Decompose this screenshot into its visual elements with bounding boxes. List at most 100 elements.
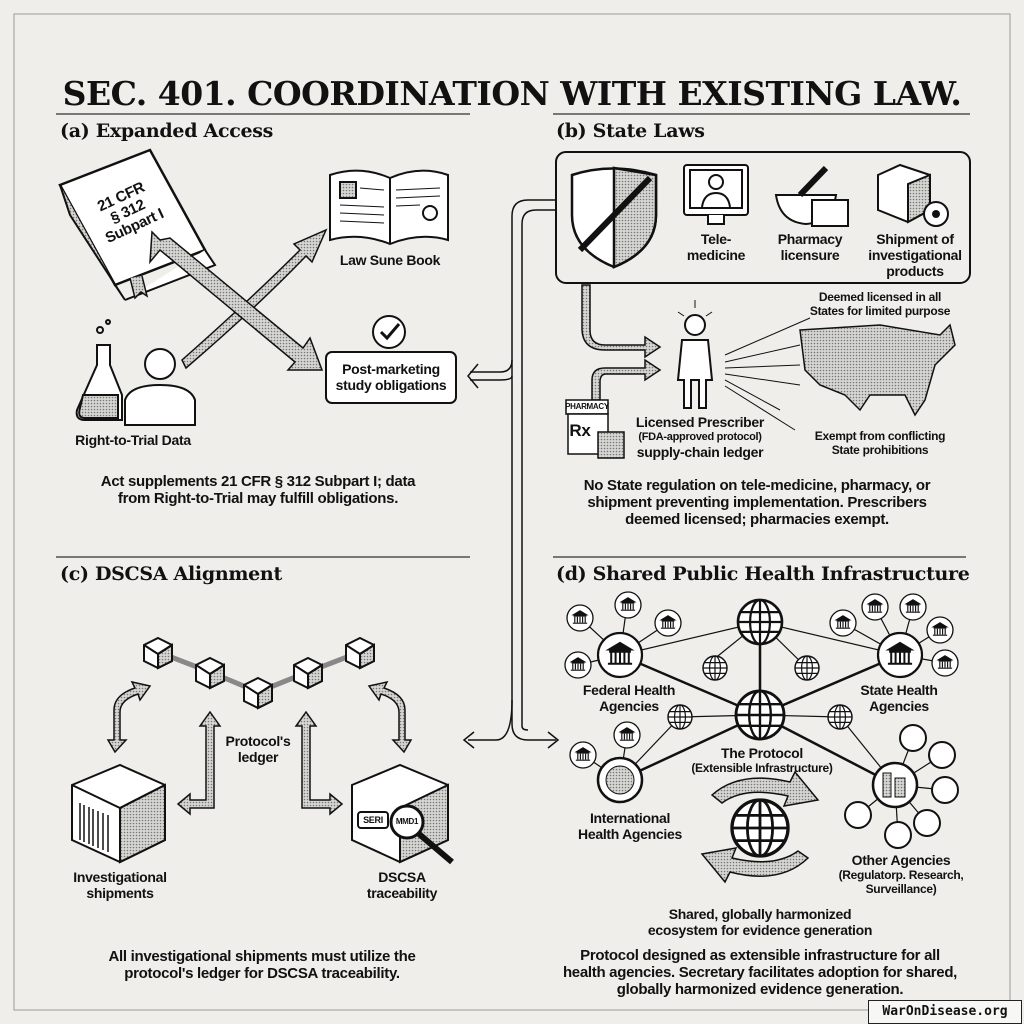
un-emblem-icon (596, 756, 644, 804)
obligations-line: Post-marketing (342, 361, 440, 377)
building-icon (861, 593, 889, 621)
shield-prohibited-icon (570, 166, 658, 269)
ledger-block (293, 657, 323, 689)
law-book-icon (329, 169, 449, 246)
building-icon (566, 604, 594, 632)
building-icon (654, 609, 682, 637)
other-agencies-icon (871, 761, 919, 809)
building-icon (564, 651, 592, 679)
prescriber-label: Licensed Prescriber (FDA-approved protoc… (636, 414, 764, 460)
dscsa-box-icon (351, 763, 454, 865)
law-book-label: Law Sune Book (339, 252, 441, 268)
label-line: Protocol's (225, 733, 291, 749)
label-line: The Protocol (721, 745, 803, 761)
label-line: Exempt from conflicting (814, 429, 946, 443)
label-line: Agencies (869, 698, 929, 714)
other-agency-nodes (844, 724, 959, 849)
pharmacy-sign: PHARMACY (565, 402, 609, 411)
federal-capitol-icon (596, 631, 644, 679)
label-line: Licensed Prescriber (635, 414, 765, 430)
page-title: SEC. 401. COORDINATION WITH EXISTING LAW… (62, 74, 962, 113)
building-icon (899, 593, 927, 621)
arrow-book-to-obligations (149, 230, 324, 371)
section-a-heading: (a) Expanded Access (60, 120, 274, 142)
caption-line: shipment preventing implementation. Pres… (587, 494, 927, 511)
cycle-arrows-icon (700, 770, 820, 884)
ecosystem-globe-icon (730, 798, 790, 858)
crossing-arrows (149, 228, 328, 371)
serial-tag: SERI (363, 815, 383, 825)
label-line: ecosystem for evidence generation (647, 922, 873, 938)
page-frame (13, 13, 1011, 1011)
building-icon (926, 616, 954, 644)
right-to-trial-label: Right-to-Trial Data (75, 432, 191, 448)
ledger-block (243, 677, 273, 709)
caption-line: health agencies. Secretary facilitates a… (562, 964, 958, 981)
building-icon (569, 741, 597, 769)
building-icon (931, 649, 959, 677)
label-line: Health Agencies (578, 826, 682, 842)
pharmacy-licensure-label: Pharmacy licensure (778, 231, 843, 263)
section-d-heading: (d) Shared Public Health Infrastructure (556, 563, 970, 585)
label-line: supply-chain ledger (636, 444, 764, 460)
section-b-caption: No State regulation on tele-medicine, ph… (584, 477, 931, 528)
label-line: Agencies (599, 698, 659, 714)
label-line: Federal Health (582, 682, 676, 698)
rx-symbol: Rx (569, 421, 591, 440)
radioactive-box-icon (877, 163, 949, 227)
exempt-label: Exempt from conflicting State prohibitio… (814, 429, 946, 457)
label-line: (Extensible Infrastructure) (691, 761, 833, 775)
caption-line: Act supplements 21 CFR § 312 Subpart I; … (100, 473, 416, 490)
label-line: shipments (86, 885, 154, 901)
federal-label: Federal Health Agencies (582, 682, 676, 714)
prescriber-icon (676, 300, 714, 409)
label-line: Investigational (73, 869, 167, 885)
label-line: State Health (860, 682, 938, 698)
section-b-heading: (b) State Laws (556, 120, 705, 142)
building-icon (829, 609, 857, 637)
label-line: Pharmacy (777, 231, 843, 247)
shipments-label: Investigational shipments (73, 869, 167, 901)
protocol-label: The Protocol (Extensible Infrastructure) (691, 745, 833, 775)
state-flow-arrows (581, 284, 662, 401)
telemedicine-icon (683, 164, 749, 225)
label-line: medicine (686, 247, 746, 263)
caption-line: protocol's ledger for DSCSA traceability… (124, 965, 400, 982)
label-line: products (886, 263, 944, 279)
label-line: Shipment of (876, 231, 954, 247)
label-line: ledger (237, 749, 279, 765)
ray-lines (724, 317, 811, 431)
central-connector (462, 199, 560, 749)
protocol-globe-icon (734, 689, 786, 741)
label-line: Deemed licensed in all (818, 290, 942, 304)
state-laws-box (555, 151, 971, 284)
us-map-icon (799, 323, 956, 417)
caption-line: All investigational shipments must utili… (108, 948, 416, 965)
magnified-tag: MMD1 (395, 817, 419, 826)
label-line: DSCSA (378, 869, 426, 885)
obligations-box (325, 315, 457, 404)
state-label: State Health Agencies (860, 682, 938, 714)
label-line: traceability (366, 885, 438, 901)
ledger-arrows (106, 680, 413, 816)
label-line: investigational (868, 247, 962, 263)
globe-icon (702, 655, 728, 681)
obligations-label: Post-marketing study obligations (336, 361, 447, 393)
label-line: International (589, 810, 671, 826)
ledger-block (345, 637, 375, 669)
caption-line: globally harmonized evidence generation. (616, 981, 904, 998)
section-a-caption: Act supplements 21 CFR § 312 Subpart I; … (100, 473, 416, 507)
label-line: (FDA-approved protocol) (638, 431, 762, 443)
section-d-caption: Protocol designed as extensible infrastr… (563, 947, 957, 998)
dscsa-label: DSCSA traceability (366, 869, 438, 901)
watermark: WarOnDisease.org (868, 1000, 1022, 1024)
section-c-caption: All investigational shipments must utili… (108, 948, 415, 982)
international-label: International Health Agencies (578, 810, 682, 842)
mortar-pestle-icon (774, 165, 849, 227)
telemedicine-label: Tele- medicine (686, 231, 746, 263)
globe-icon (827, 704, 853, 730)
state-capitol-icon (876, 631, 924, 679)
caption-line: Protocol designed as extensible infrastr… (580, 947, 940, 964)
label-line: Surveillance) (865, 882, 937, 896)
